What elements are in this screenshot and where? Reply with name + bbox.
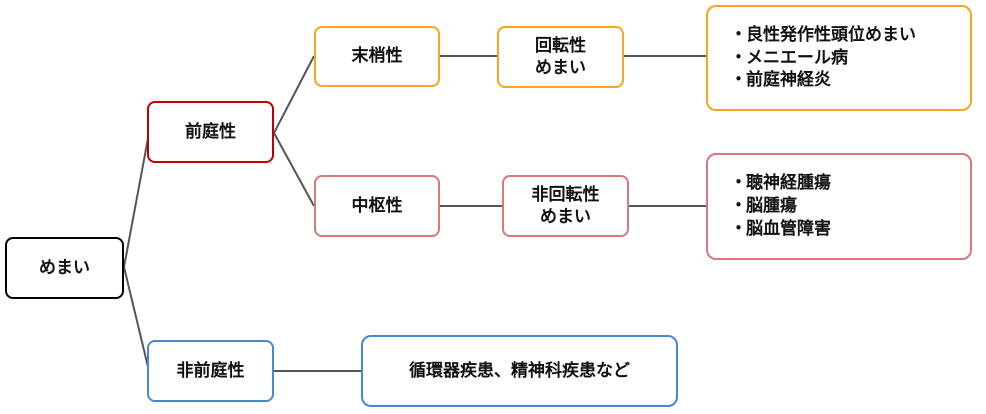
central-label: 中枢性	[351, 195, 403, 216]
list-item: ・脳血管障害	[730, 218, 831, 239]
nonrotatory-vertigo-node: 非回転性 めまい	[502, 175, 629, 237]
list-item: ・メニエール病	[730, 47, 848, 68]
list-item: ・聴神経腫瘍	[730, 173, 831, 194]
peripheral-causes-list: ・良性発作性頭位めまい ・メニエール病 ・前庭神経炎	[730, 24, 916, 93]
rotatory-line2: めまい	[535, 58, 586, 78]
line-root-nonvestibular	[123, 266, 150, 372]
line-vestibular-central	[273, 132, 315, 207]
list-item: ・脳腫瘍	[730, 196, 797, 217]
root-node-dizziness: めまい	[5, 237, 124, 299]
central-causes-node: ・聴神経腫瘍 ・脳腫瘍 ・脳血管障害	[706, 153, 972, 260]
nonrotatory-line2: めまい	[540, 207, 591, 227]
rotatory-line1: 回転性	[535, 35, 586, 56]
central-node: 中枢性	[314, 175, 440, 237]
list-item: ・前庭神経炎	[730, 70, 831, 91]
nonvestibular-node: 非前庭性	[147, 340, 274, 402]
root-label: めまい	[39, 257, 90, 278]
peripheral-node: 末梢性	[314, 26, 440, 87]
rotatory-vertigo-node: 回転性 めまい	[497, 26, 624, 88]
line-root-vestibular	[123, 132, 150, 268]
nonrotatory-line1: 非回転性	[531, 184, 600, 205]
nonvestibular-label: 非前庭性	[176, 360, 245, 381]
central-causes-list: ・聴神経腫瘍 ・脳腫瘍 ・脳血管障害	[730, 172, 831, 241]
vestibular-label: 前庭性	[185, 121, 236, 142]
list-item: ・良性発作性頭位めまい	[730, 24, 916, 45]
nonvestibular-causes-label: 循環器疾患、精神科疾患など	[409, 360, 630, 381]
peripheral-causes-node: ・良性発作性頭位めまい ・メニエール病 ・前庭神経炎	[706, 5, 972, 111]
nonvestibular-causes-node: 循環器疾患、精神科疾患など	[361, 335, 678, 407]
line-vestibular-peripheral	[273, 55, 315, 134]
vestibular-node: 前庭性	[147, 101, 274, 163]
peripheral-label: 末梢性	[351, 46, 403, 67]
